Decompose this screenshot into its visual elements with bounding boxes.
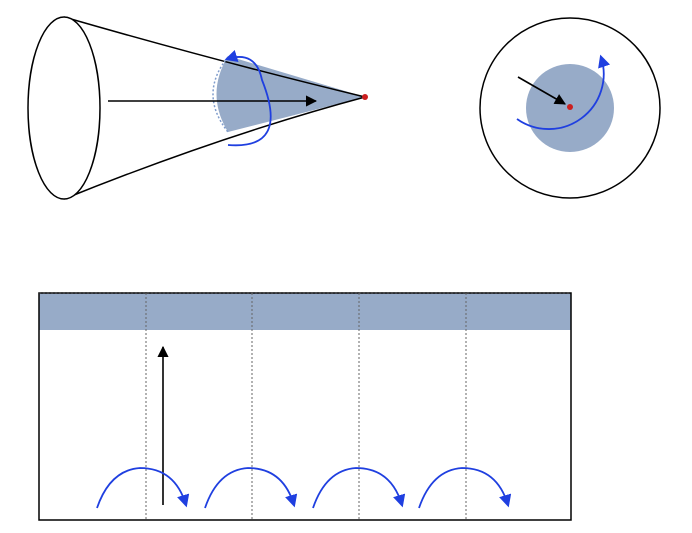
- cross-section-hidden-edge: [212, 56, 229, 133]
- rotation-arc-icon: [312, 467, 406, 509]
- unrolled-view: [38, 292, 572, 521]
- rotation-arc-icon: [418, 467, 512, 509]
- apex-point-icon: [362, 94, 368, 100]
- cone-base-ellipse: [27, 16, 101, 200]
- cone-shaded-tip: [216, 56, 365, 132]
- rotation-arrow-icon: [224, 49, 272, 147]
- center-point-icon: [567, 104, 573, 110]
- rotation-arc-icon: [96, 467, 190, 509]
- cone-bottom-edge: [63, 96, 366, 200]
- cone-view: [27, 16, 368, 200]
- cone-body: [64, 17, 365, 199]
- cone-top-edge: [63, 16, 366, 98]
- rotation-arc-icon: [204, 467, 298, 509]
- unrolled-shaded-band: [39, 293, 571, 330]
- radial-arrow-icon: [517, 76, 566, 105]
- end-rotation-arrow-icon: [516, 54, 611, 130]
- end-view: [479, 17, 661, 199]
